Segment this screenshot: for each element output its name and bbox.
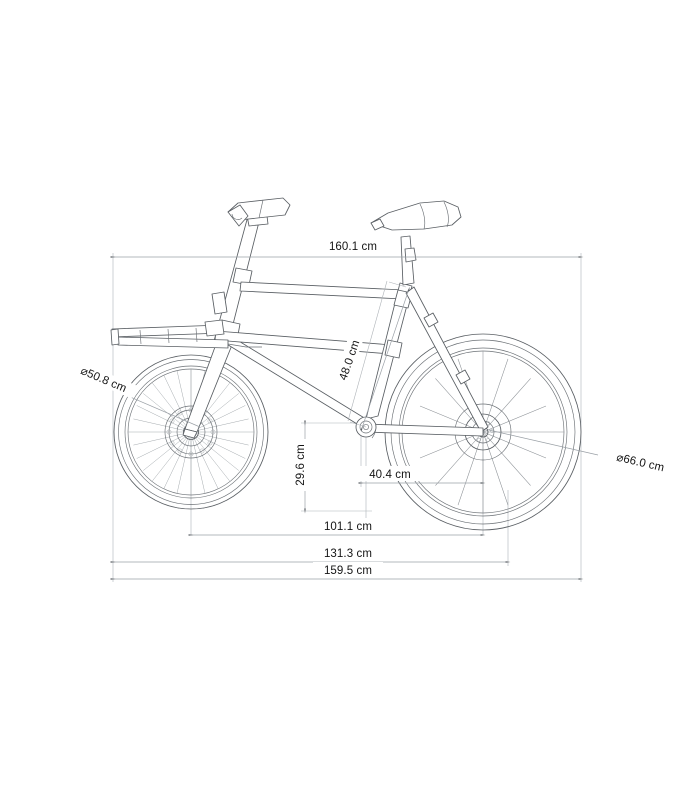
front-rack bbox=[110, 319, 262, 349]
dimension-label-mid-length: 131.3 cm bbox=[324, 548, 372, 560]
dimension-label-overall-height: 160.1 cm bbox=[329, 241, 377, 253]
front-wheel bbox=[113, 354, 269, 510]
frame bbox=[182, 207, 489, 439]
dimension-label-overall-length: 159.5 cm bbox=[324, 565, 372, 577]
bicycle-drawing bbox=[110, 197, 582, 531]
dimension-label-chainstay: 40.4 cm bbox=[369, 469, 411, 481]
handlebar-grip bbox=[227, 197, 291, 227]
saddle bbox=[370, 200, 462, 231]
dimension-labels: 160.1 cm 48.0 cm 29.6 cm 40.4 cm 101.1 c… bbox=[70, 238, 675, 577]
dimension-label-wheelbase: 101.1 cm bbox=[324, 521, 372, 533]
dimension-label-bb-height: 29.6 cm bbox=[295, 444, 307, 486]
